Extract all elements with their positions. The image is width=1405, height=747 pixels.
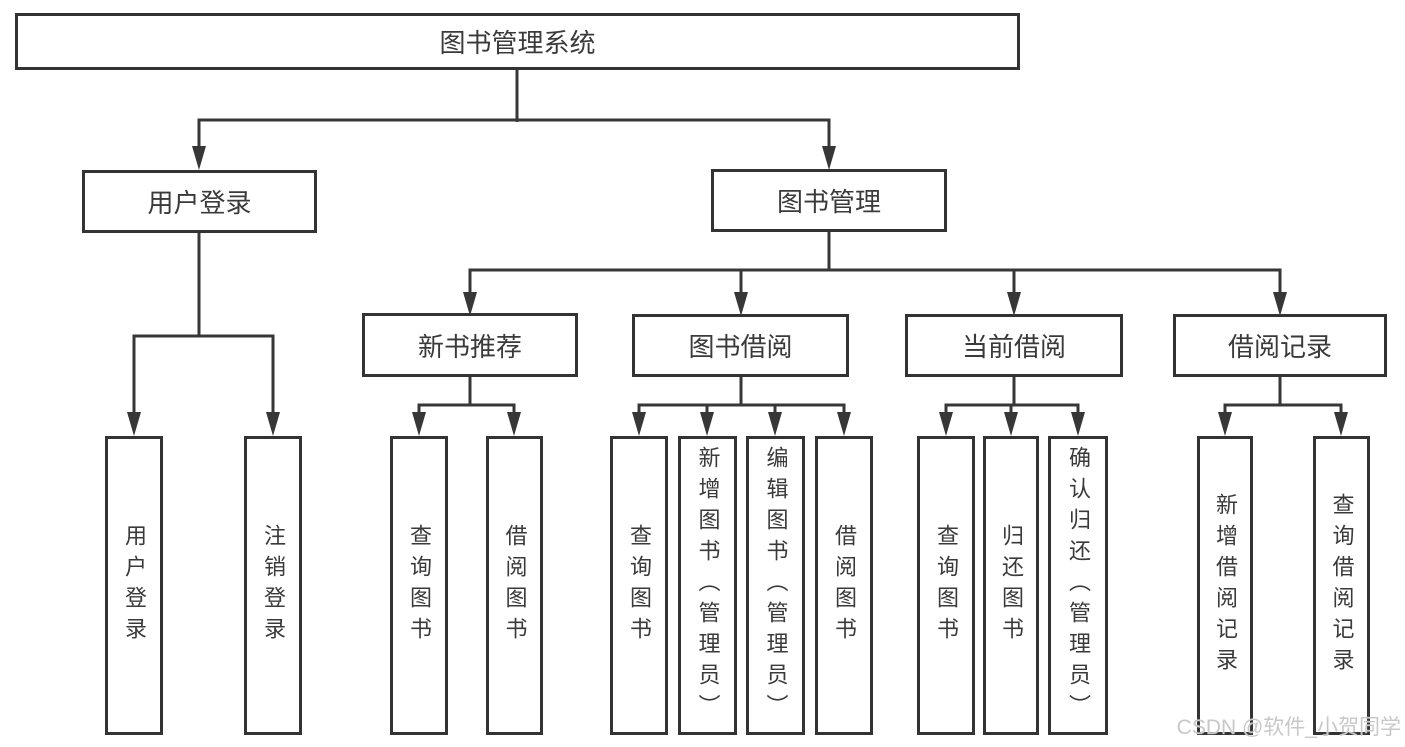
arrowhead-down-icon xyxy=(939,412,953,436)
leaf-query-books-recommend-label: 查询图书 xyxy=(407,523,432,648)
arrowhead-down-icon xyxy=(266,412,280,436)
leaf-return-books: 归还图书 xyxy=(983,436,1039,735)
leaf-edit-books-admin-label: 编辑图书（管理员） xyxy=(763,446,789,725)
leaf-borrow-books-recommend-label: 借阅图书 xyxy=(502,523,528,648)
arrowhead-down-icon xyxy=(837,412,851,436)
arrowhead-down-icon xyxy=(734,292,748,316)
leaf-add-borrow-record: 新增借阅记录 xyxy=(1197,436,1253,735)
node-user-login: 用户登录 xyxy=(82,170,317,233)
leaf-query-books-current: 查询图书 xyxy=(917,436,975,735)
leaf-logout: 注销登录 xyxy=(244,436,302,735)
leaf-query-books-borrowing: 查询图书 xyxy=(610,436,668,735)
connector-userlogin-bar xyxy=(132,334,275,414)
arrowhead-down-icon xyxy=(700,412,714,436)
arrowhead-down-icon xyxy=(1071,412,1085,436)
arrowhead-down-icon xyxy=(192,146,206,170)
node-root: 图书管理系统 xyxy=(15,13,1020,70)
node-book-borrowing: 图书借阅 xyxy=(632,314,849,377)
watermark: CSDN @软件_小贺同学 xyxy=(1176,716,1401,739)
connector-level2-bar xyxy=(197,118,831,149)
node-new-book-recommend: 新书推荐 xyxy=(362,313,578,377)
leaf-confirm-return-admin: 确认归还（管理员） xyxy=(1048,436,1108,735)
node-borrowing-records: 借阅记录 xyxy=(1173,314,1387,377)
leaf-borrow-books-recommend: 借阅图书 xyxy=(486,436,543,735)
leaf-logout-label: 注销登录 xyxy=(261,523,286,648)
leaf-user-login-label: 用户登录 xyxy=(122,523,147,648)
connector-borrowing-bar xyxy=(637,403,846,414)
connector-records-bar xyxy=(1223,403,1343,414)
leaf-user-login: 用户登录 xyxy=(105,436,163,735)
connector-lines xyxy=(132,70,1343,414)
arrowhead-down-icon xyxy=(632,412,646,436)
leaf-query-books-recommend: 查询图书 xyxy=(390,436,448,735)
leaf-query-books-current-label: 查询图书 xyxy=(934,523,959,648)
arrowhead-down-icon xyxy=(768,412,782,436)
node-current-borrowing: 当前借阅 xyxy=(905,314,1123,377)
arrowhead-down-icon xyxy=(507,412,521,436)
arrowhead-down-icon xyxy=(463,292,477,316)
arrowhead-down-icon xyxy=(1218,412,1232,436)
arrowhead-down-icon xyxy=(1273,292,1287,316)
leaf-query-borrow-record: 查询借阅记录 xyxy=(1313,436,1370,735)
leaf-add-books-admin-label: 新增图书（管理员） xyxy=(695,446,721,725)
leaf-borrow-books-borrowing: 借阅图书 xyxy=(815,436,873,735)
arrowhead-down-icon xyxy=(1334,412,1348,436)
leaf-add-books-admin: 新增图书（管理员） xyxy=(678,436,737,735)
node-book-management: 图书管理 xyxy=(711,169,947,232)
arrowhead-down-icon xyxy=(822,146,836,170)
arrowhead-down-icon xyxy=(412,412,426,436)
leaf-edit-books-admin: 编辑图书（管理员） xyxy=(746,436,805,735)
connector-level3-bar xyxy=(468,268,1282,296)
leaf-query-borrow-record-label: 查询借阅记录 xyxy=(1329,492,1355,679)
leaf-add-borrow-record-label: 新增借阅记录 xyxy=(1213,492,1238,679)
leaf-confirm-return-admin-label: 确认归还（管理员） xyxy=(1066,446,1091,725)
leaf-borrow-books-borrowing-label: 借阅图书 xyxy=(832,523,857,648)
arrowhead-down-icon xyxy=(127,412,141,436)
leaf-query-books-borrowing-label: 查询图书 xyxy=(627,523,652,648)
leaf-return-books-label: 归还图书 xyxy=(999,523,1024,648)
arrowhead-down-icon xyxy=(1004,412,1018,436)
arrowhead-icons xyxy=(127,146,1348,436)
arrowhead-down-icon xyxy=(1007,292,1021,316)
connector-recommend-bar xyxy=(417,403,516,414)
